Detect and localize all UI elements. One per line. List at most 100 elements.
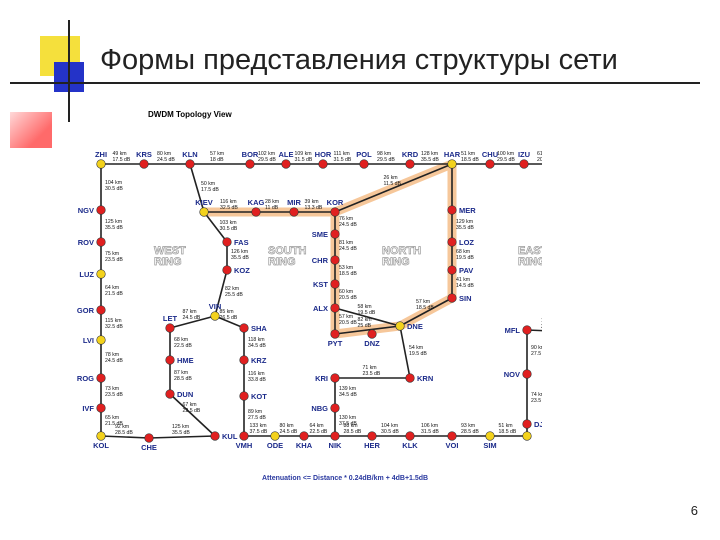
node-label-gor: GOR: [77, 306, 95, 315]
decor-vertical-line: [68, 20, 70, 122]
link-distance: 81 km: [339, 240, 353, 246]
node-label-ivf: IVF: [82, 404, 94, 413]
node-label-bor: BOR: [242, 150, 259, 159]
node-label-krs: KRS: [136, 150, 152, 159]
node-marker-lvi: [96, 335, 106, 345]
link-distance: 67 km: [183, 402, 197, 408]
attenuation-formula: Attenuation <= Distance * 0.24dB/km + 4d…: [262, 475, 428, 482]
node-label-sme: SME: [312, 230, 328, 239]
link-distance: 115 km: [105, 318, 122, 324]
link-attenuation: 33.8 dB: [248, 377, 266, 383]
link-attenuation: 31.5 dB: [421, 429, 439, 435]
link-attenuation: 27.5 dB: [531, 351, 542, 357]
link-pyt-dne: [334, 325, 401, 335]
node-marker-luz: [96, 269, 106, 279]
node-label-kri: KRI: [315, 374, 328, 383]
link-attenuation: 28.5 dB: [344, 429, 362, 435]
node-marker-che: [144, 433, 154, 443]
link-distance: 71 km: [363, 365, 377, 371]
node-label-nik: NIK: [329, 441, 343, 450]
link-attenuation: 35.5 dB: [231, 255, 249, 261]
link-attenuation: 30.5 dB: [381, 429, 399, 435]
node-label-nov: NOV: [504, 370, 520, 379]
node-label-ngv: NGV: [78, 206, 94, 215]
node-label-luz: LUZ: [79, 270, 94, 279]
link-distance: 118 km: [248, 337, 265, 343]
node-label-lvi: LVI: [83, 336, 94, 345]
node-label-dnz: DNZ: [364, 339, 380, 348]
node-marker-kst: [330, 279, 340, 289]
node-marker-ale: [281, 159, 291, 169]
link-distance: 68 km: [174, 337, 188, 343]
node-label-mir: MIR: [287, 198, 301, 207]
node-label-kst: KST: [313, 280, 328, 289]
node-label-krz: KRZ: [251, 356, 267, 365]
link-distance: 100 km: [497, 151, 514, 157]
link-distance: 126 km: [231, 249, 248, 255]
node-label-fas: FAS: [234, 238, 249, 247]
link-attenuation: 22.5 dB: [174, 343, 192, 349]
link-distance: 80 km: [280, 423, 294, 429]
link-attenuation: 25.5 dB: [225, 292, 243, 298]
node-marker-kul: [210, 431, 220, 441]
link-distance: 58 km: [358, 304, 372, 310]
link-attenuation: 24.5 dB: [105, 358, 123, 364]
ring-label-east: EASTRING: [518, 245, 542, 268]
link-distance: 125 km: [172, 424, 189, 430]
link-distance: 53 km: [339, 265, 353, 271]
node-marker-gor: [96, 305, 106, 315]
node-label-dne: DNE: [407, 322, 423, 331]
node-label-hme: HME: [177, 356, 194, 365]
node-label-chr: CHR: [312, 256, 329, 265]
node-label-krd: KRD: [402, 150, 419, 159]
link-attenuation: 29.5 dB: [258, 157, 276, 163]
node-marker-mfl: [522, 325, 532, 335]
link-distance: 85 km: [220, 309, 234, 315]
link-distance: 93 km: [461, 423, 475, 429]
link-distance: 82 km: [358, 317, 372, 323]
link-attenuation: 26.5 dB: [220, 315, 238, 321]
node-label-chu: CHU: [482, 150, 498, 159]
node-label-pyt: PYT: [328, 339, 343, 348]
node-marker-kag: [251, 207, 261, 217]
node-marker-krd: [405, 159, 415, 169]
link-attenuation: 24.5 dB: [157, 157, 175, 163]
link-attenuation: 23.5 dB: [105, 392, 123, 398]
node-label-har: HAR: [444, 150, 461, 159]
link-attenuation: 23.5 dB: [105, 257, 123, 263]
link-distance: 128 km: [421, 151, 438, 157]
link-attenuation: 35.5 dB: [172, 430, 190, 436]
link-distance: 57 km: [339, 314, 353, 320]
diagram-heading: DWDM Topology View: [148, 110, 232, 119]
link-attenuation: 19.5 dB: [358, 310, 376, 316]
node-label-hor: HOR: [315, 150, 332, 159]
link-dun-kul: [169, 393, 216, 437]
link-attenuation: 18 dB: [210, 157, 224, 163]
node-marker-let: [165, 323, 175, 333]
link-sin-dne: [399, 297, 453, 327]
node-marker-hme: [165, 355, 175, 365]
link-distance: 101 km: [541, 318, 542, 324]
